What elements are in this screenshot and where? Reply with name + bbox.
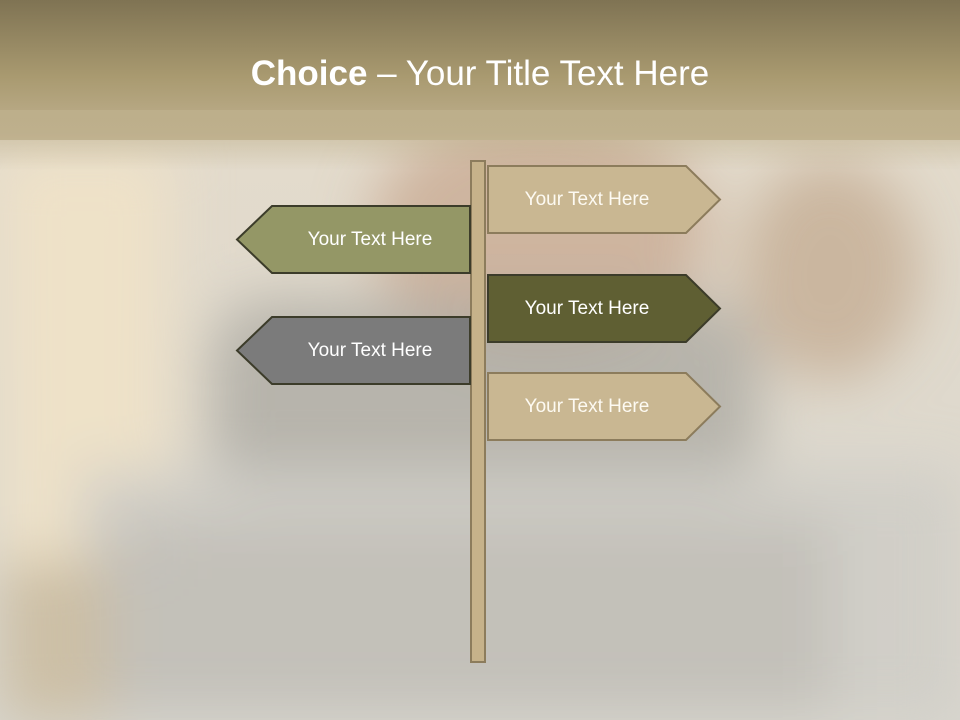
sign-right-2-label: Your Text Here (524, 297, 650, 319)
sign-right-2[interactable]: Your Text Here (487, 274, 722, 343)
title-bold: Choice (250, 54, 368, 93)
arrow-left-icon (235, 205, 471, 274)
sign-right-1[interactable]: Your Text Here (487, 165, 722, 234)
sign-left-2[interactable]: Your Text Here (235, 316, 471, 385)
sign-right-3[interactable]: Your Text Here (487, 372, 722, 441)
arrow-right-icon (487, 372, 722, 441)
sign-left-1[interactable]: Your Text Here (235, 205, 471, 274)
sign-right-3-label: Your Text Here (524, 395, 650, 417)
arrow-right-icon (487, 274, 722, 343)
slide-title: Choice – Your Title Text Here (0, 52, 960, 96)
arrow-right-icon (487, 165, 722, 234)
sign-right-1-label: Your Text Here (524, 188, 650, 210)
sign-left-2-label: Your Text Here (307, 339, 433, 361)
sign-left-1-label: Your Text Here (307, 228, 433, 250)
title-rest: – Your Title Text Here (367, 54, 710, 93)
signpost-pole (470, 160, 486, 663)
arrow-left-icon (235, 316, 471, 385)
